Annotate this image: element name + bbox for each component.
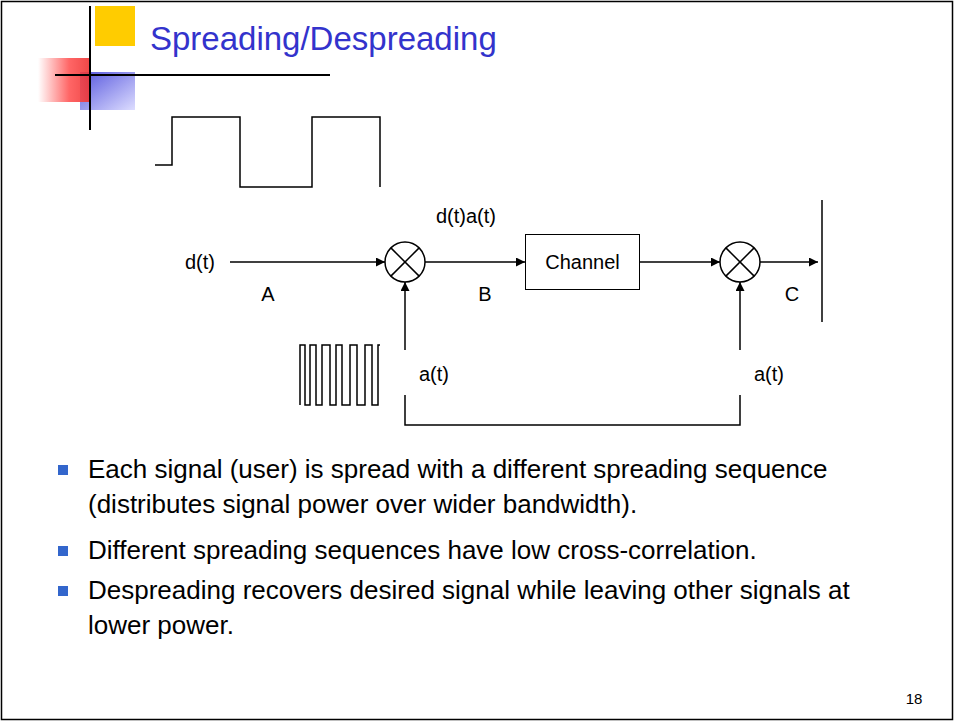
input-wire	[230, 261, 385, 263]
data-waveform	[155, 117, 380, 187]
point-label: B	[478, 283, 491, 306]
bullet-text: Different spreading sequences have low c…	[88, 533, 888, 568]
receiver-bar	[821, 200, 823, 322]
signal-name: d(t)	[185, 251, 215, 274]
signal-name: a(t)	[419, 363, 449, 386]
multiplier-symbol	[385, 242, 425, 282]
code-wire	[739, 282, 741, 350]
logo-red	[38, 58, 90, 102]
multiplier-symbol	[720, 242, 760, 282]
title-rule	[55, 74, 330, 76]
bullet-square	[58, 546, 68, 556]
code-wire	[404, 282, 406, 350]
slide-title: Spreading/Despreading	[150, 20, 497, 58]
bullet-text: Despreading recovers desired signal whil…	[88, 573, 888, 643]
spreading-code-waveform	[300, 345, 380, 405]
spread-wire	[425, 261, 525, 263]
signal-name: d(t)a(t)	[436, 205, 496, 228]
point-label: C	[785, 283, 799, 306]
signal-name: a(t)	[754, 363, 784, 386]
bullet-square	[58, 465, 68, 475]
code-link-wire	[405, 395, 740, 425]
logo-line	[89, 6, 91, 130]
bullet-text: Each signal (user) is spread with a diff…	[88, 452, 888, 522]
point-label: A	[261, 283, 274, 306]
page-number: 18	[906, 690, 923, 707]
despread-wire	[760, 261, 818, 263]
logo-yellow	[95, 6, 135, 46]
bullet-square	[58, 586, 68, 596]
channel-box: Channel	[525, 234, 640, 290]
box-label: Channel	[545, 251, 620, 274]
channel-output-wire	[640, 261, 720, 263]
